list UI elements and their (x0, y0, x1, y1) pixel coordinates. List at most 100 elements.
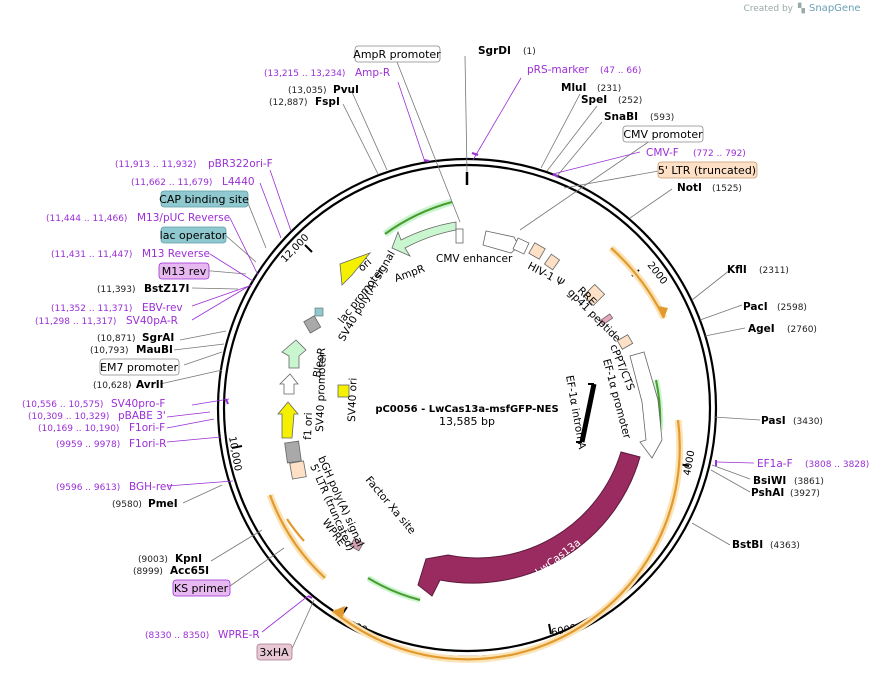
primer-l4440-pos: (11,662 .. 11,679) (131, 178, 212, 188)
primer-m13-puc-reverse: M13/pUC Reverse (137, 212, 230, 224)
snapgene-logo-icon: ▚ (797, 2, 806, 14)
primer-amp-r-pos: (13,215 .. 13,234) (264, 69, 345, 79)
enzyme-paci-pos: (2598) (777, 303, 807, 313)
primer-wpre-r-pos: (8330 .. 8350) (145, 631, 209, 641)
primer-leader-lines (166, 77, 755, 633)
enzyme-kfli: KflI (727, 264, 747, 276)
arrow-head-orange-1 (658, 306, 668, 318)
primer-pbr322ori-f: pBR322ori-F (208, 158, 273, 170)
cmv-enhancer-feature (482, 230, 520, 254)
primer-amp-r: Amp-R (355, 67, 390, 79)
green-arcs (366, 198, 664, 603)
enzyme-kpni: KpnI (175, 553, 202, 565)
enzyme-noti: NotI (677, 182, 702, 194)
watermark-brand: SnapGene (809, 3, 861, 14)
enzyme-agei-pos: (2760) (787, 325, 817, 335)
enzyme-paci: PacI (743, 301, 768, 313)
factor-xa-label: Factor Xa site (363, 474, 418, 536)
primer-prs-marker-pos: (47 .. 66) (600, 66, 641, 76)
primer-ticks (225, 152, 717, 599)
enzyme-pmei-pos: (9580) (112, 500, 142, 510)
primer-ebv-rev: EBV-rev (142, 302, 183, 314)
boxed-label-cmv-promoter: CMV promoter (622, 125, 704, 143)
ampr-promoter-block (455, 228, 464, 244)
enzyme-agei: AgeI (748, 323, 775, 335)
primer-sv40pa-r: SV40pA-R (126, 315, 178, 327)
orange-arcs (266, 245, 684, 663)
primer-sv40pro-f: SV40pro-F (111, 398, 165, 410)
primer-pbabe-3-pos: (10,309 .. 10,329) (28, 412, 109, 422)
primer-pbr322ori-f-pos: (11,913 .. 11,932) (115, 160, 196, 170)
enzyme-mlui-pos: (231) (597, 84, 621, 94)
primer-sv40pa-r-pos: (11,298 .. 11,317) (35, 317, 116, 327)
enzyme-bstbi: BstBI (732, 539, 763, 551)
f1-ori-label: f1 ori (302, 412, 315, 440)
svg-text:EM7 promoter: EM7 promoter (100, 361, 178, 374)
boxed-label-ks-primer: KS primer (172, 579, 231, 597)
ef1a-intron-label: EF-1α intron A (563, 374, 588, 451)
enzyme-noti-pos: (1525) (712, 184, 742, 194)
boxed-label-5-ltr: 5' LTR (truncated) (657, 161, 758, 179)
gp41-block (599, 313, 614, 326)
enzyme-sgrdi-pos: (1) (523, 47, 536, 57)
primer-f1ori-r: F1ori-R (129, 438, 166, 450)
enzyme-sgrai: SgrAI (142, 332, 174, 344)
ef1a-promoter-feature (629, 351, 663, 459)
primer-f1ori-f-pos: (10,169 .. 10,190) (38, 424, 119, 434)
enzyme-spei: SpeI (581, 94, 607, 106)
factor-xa-block (349, 537, 364, 552)
primer-ef1a-f-pos: (3808 .. 3828) (805, 460, 869, 470)
enzyme-bstbi-pos: (4363) (770, 541, 800, 551)
enzyme-sgrai-pos: (10,871) (97, 334, 136, 344)
enzyme-pasi-pos: (3430) (793, 417, 823, 427)
enzyme-bstz17i: BstZ17I (144, 283, 189, 295)
primer-cmv-f: CMV-F (646, 147, 679, 159)
svg-text:3xHA: 3xHA (259, 646, 289, 659)
enzyme-acc65i: Acc65I (170, 565, 209, 577)
psi-block (543, 253, 561, 271)
arrow-head-orange-2 (333, 606, 345, 617)
enzyme-acc65i-pos: (8999) (133, 567, 163, 577)
enzyme-bsiwi-pos: (3861) (794, 477, 824, 487)
enzyme-bsiwi: BsiWI (753, 475, 786, 487)
enzyme-kpni-pos: (9003) (138, 555, 168, 565)
primer-f1ori-r-pos: (9959 .. 9978) (56, 440, 120, 450)
ori-feature (339, 252, 372, 286)
boxed-label-em7-promoter: EM7 promoter (99, 358, 180, 376)
primer-m13-puc-reverse-pos: (11,444 .. 11,466) (46, 214, 127, 224)
enzyme-pmei: PmeI (148, 498, 178, 510)
primer-m13-reverse: M13 Reverse (142, 248, 210, 260)
sv40-polya-block (303, 315, 322, 334)
enzyme-fspi-pos: (12,887) (269, 98, 308, 108)
lac-operator-block (314, 307, 324, 317)
bgh-polya-block (284, 440, 302, 464)
f1-ori-feature (277, 401, 299, 439)
ltr-3-block (289, 460, 307, 480)
enzyme-pvui-pos: (13,035) (288, 86, 327, 96)
cmv-promoter-block (512, 237, 530, 255)
tick-label-2000: 2000 (645, 260, 669, 287)
primer-wpre-r: WPRE-R (218, 629, 260, 641)
lwcas13a-feature (417, 451, 641, 597)
ltr-5-block (528, 242, 546, 260)
boxed-label-m13-rev: M13 rev (158, 262, 210, 280)
ampr-label: AmpR (393, 263, 427, 285)
enzyme-fspi: FspI (315, 96, 340, 108)
boxed-label-3xha: 3xHA (256, 643, 293, 661)
primer-pbabe-3: pBABE 3' (118, 410, 166, 422)
watermark-prefix: Created by (743, 4, 793, 14)
boxed-label-lac-operator: lac operator (160, 226, 227, 244)
enzyme-avrii: AvrII (136, 379, 164, 391)
svg-text:CAP binding site: CAP binding site (159, 193, 249, 206)
ampr-feature (391, 221, 457, 257)
plasmid-length: 13,585 bp (439, 415, 495, 428)
ef1a-intron-feature (579, 383, 597, 443)
primer-ebv-rev-pos: (11,352 .. 11,371) (51, 304, 132, 314)
enzyme-snabi-pos: (593) (650, 113, 674, 123)
boxed-label-ampr-promoter: AmpR promoter (353, 45, 441, 63)
svg-text:lac operator: lac operator (160, 229, 227, 242)
enzyme-avrii-pos: (10,628) (93, 381, 132, 391)
sv40-promoter-label: SV40 promoter (314, 352, 329, 432)
primer-l4440: L4440 (222, 176, 255, 188)
